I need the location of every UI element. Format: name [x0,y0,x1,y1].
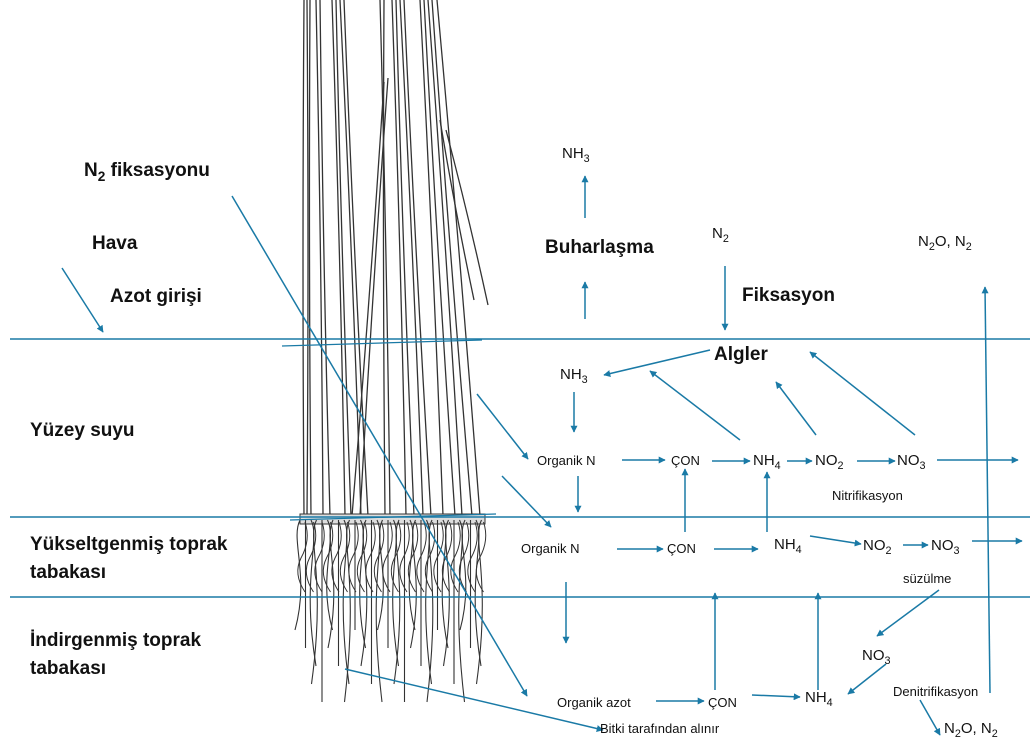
no2-oxidized: NO2 [863,538,892,557]
no3-oxidized: NO3 [931,538,960,557]
rice-stem [303,0,304,516]
zone-label-air: Hava [92,234,137,253]
algae-label: Algler [714,345,768,364]
layer-boundaries [10,339,1030,597]
organic-n-water: Organik N [537,454,596,467]
root-loop [315,522,324,592]
con-oxidized: ÇON [667,542,696,555]
root-strand [345,520,351,702]
zone-label-surface-water: Yüzey suyu [30,421,135,440]
zone-label-oxidized-soil-line2: tabakası [30,563,106,582]
plant-uptake-label: Bitki tarafından alınır [600,722,719,735]
organic-n-oxidized: Organik N [521,542,580,555]
rice-stem [316,0,323,516]
arrow-no2-to-algae [776,382,816,435]
nh3-water: NH3 [560,367,588,386]
root-strand [444,520,450,666]
nitrogen-input-label: Azot girişi [110,287,202,306]
root-loop [332,522,341,592]
rice-stem [437,0,480,516]
nh4-reduced: NH4 [805,690,833,709]
volatilization-label: Buharlaşma [545,238,654,257]
n2o-n2-emission-bottom: N2O, N2 [944,721,998,740]
root-strand [475,520,481,666]
arrow-plant-to-organic-n-ox [502,476,551,527]
rice-stem [309,0,311,516]
arrow-no3-to-algae [810,352,915,435]
n2o-n2-emission-top: N2O, N2 [918,234,972,253]
nh4-oxidized: NH4 [774,537,802,556]
no3-water: NO3 [897,453,926,472]
nh4-water: NH4 [753,453,781,472]
no2-water: NO2 [815,453,844,472]
denitrification-label: Denitrifikasyon [893,685,978,698]
fixation-label: Fiksasyon [742,286,835,305]
no3-reduced: NO3 [862,648,891,667]
n2-fixation-label: N2 fiksasyonu [84,161,210,183]
rice-stem [440,120,474,300]
arrow-no3-to-nh4-red [848,664,886,694]
rice-stem [307,0,308,516]
arrow-nh4-to-algae [650,371,740,440]
arrow-con-to-nh4-red [752,695,800,697]
root-strand [477,520,483,684]
root-loop [366,522,375,592]
zone-label-oxidized-soil: Yükseltgenmiş toprak [30,535,227,554]
nitrification-label: Nitrifikasyon [832,489,903,502]
root-loop [434,522,443,592]
root-strand [394,520,400,684]
rice-stem [420,0,443,516]
arrow-denitrification-up [985,287,990,693]
nitrogen-input-arrow [62,268,103,332]
rice-stem [404,0,431,516]
rice-stem [383,0,385,516]
rice-stem [320,0,330,516]
arrow-algae-to-nh3 [604,350,710,375]
arrow-denitrification-down [920,700,940,735]
leaching-label: süzülme [903,572,951,585]
con-reduced: ÇON [708,696,737,709]
root-loop [349,522,358,592]
arrow-nh4-to-no2-ox [810,536,861,544]
rice-stem [380,0,390,516]
nh3-volatilized: NH3 [562,146,590,165]
zone-label-reduced-soil: İndirgenmiş toprak [30,631,201,650]
organic-azot-reduced: Organik azot [557,696,631,709]
con-water: ÇON [671,454,700,467]
n2-atmospheric: N2 [712,226,729,245]
arrow-plant-to-organic-n [477,394,528,459]
root-strand [427,520,433,702]
zone-label-reduced-soil-line2: tabakası [30,659,106,678]
root-strand [393,520,399,666]
